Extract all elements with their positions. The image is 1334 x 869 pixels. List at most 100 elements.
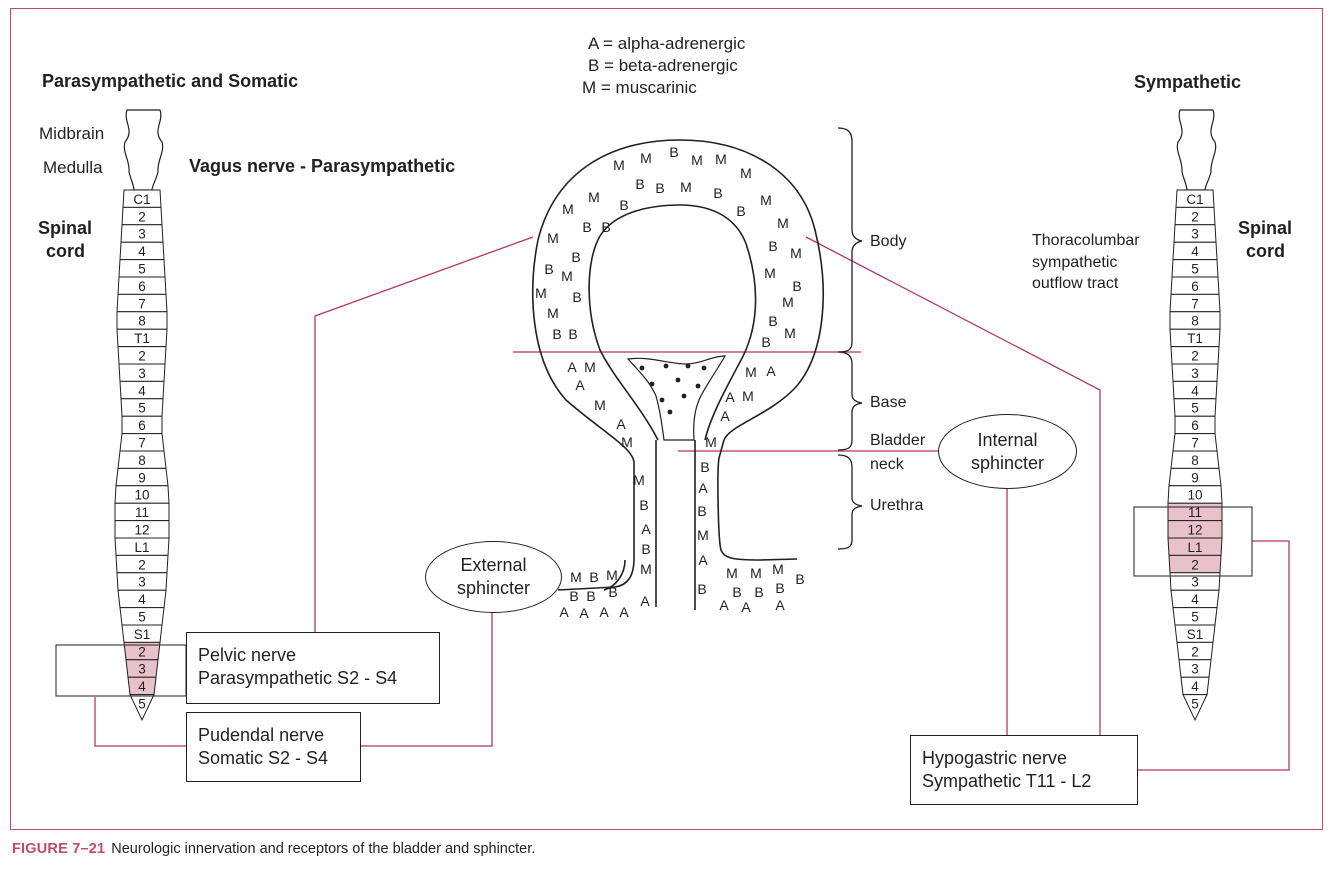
external-sphincter-oval: External sphincter <box>425 541 562 613</box>
bladder-neck-label-1: Bladder <box>870 432 926 449</box>
cord-segment-label: 2 <box>1191 209 1199 224</box>
receptor-letter: B <box>792 278 801 294</box>
receptor-letter: B <box>754 584 763 600</box>
cord-segment-label: 9 <box>1191 470 1199 485</box>
cord-segment-label: 8 <box>138 453 146 468</box>
receptor-letter: M <box>740 165 752 181</box>
cord-segment-label: 7 <box>138 296 146 311</box>
receptor-letter: M <box>547 230 559 246</box>
cord-segment-label: 5 <box>1191 262 1199 277</box>
receptor-letter: A <box>579 605 589 621</box>
cord-segment-label: 4 <box>1191 244 1199 259</box>
receptor-letter: A <box>741 599 751 615</box>
cord-segment-label: S1 <box>1187 627 1204 642</box>
cord-segment-label: 7 <box>138 436 146 451</box>
receptor-letter: A <box>616 416 626 432</box>
figure-frame <box>10 8 1323 830</box>
receptor-letter: B <box>586 588 595 604</box>
receptor-letter: B <box>569 588 578 604</box>
right-cord-label: cord <box>1246 241 1286 261</box>
medulla-label: Medulla <box>43 158 103 177</box>
cord-segment-label: 6 <box>138 279 146 294</box>
trigone <box>626 355 727 441</box>
hypogastric-body-line <box>805 236 1101 736</box>
tract-line-2: sympathetic <box>1032 254 1118 271</box>
cord-segment-label: S1 <box>134 627 151 642</box>
left-spinal-label: Spinal <box>38 218 93 238</box>
receptor-letter: M <box>697 527 709 543</box>
receptor-letter: B <box>571 249 580 265</box>
region-brackets <box>837 127 863 550</box>
right-brainstem <box>1176 109 1217 191</box>
cord-segment-label: 5 <box>138 697 146 712</box>
left-cord-label: cord <box>46 241 86 261</box>
right-heading: Sympathetic <box>1134 72 1242 92</box>
internal-sphincter-oval: Internal sphincter <box>938 414 1077 489</box>
receptor-letter: M <box>535 285 547 301</box>
cord-segment-label: 6 <box>138 418 146 433</box>
receptor-letter: B <box>761 334 770 350</box>
receptor-letter: A <box>725 389 735 405</box>
trigone-dot <box>667 409 673 415</box>
receptor-letter: A <box>559 604 569 620</box>
receptor-letter: M <box>790 245 802 261</box>
receptor-letter: M <box>588 189 600 205</box>
cord-segment-label: 11 <box>1188 505 1202 520</box>
internal-sphincter-line-1: Internal <box>977 429 1038 450</box>
vagus-nerve-label: Vagus nerve - Parasympathetic <box>189 156 456 176</box>
receptor-letter: M <box>561 268 573 284</box>
trigone-dot <box>663 363 669 369</box>
receptor-letter: B <box>619 197 628 213</box>
cord-segment-label: 7 <box>1191 436 1199 451</box>
cord-segment-label: 5 <box>1191 697 1199 712</box>
cord-segment-label: 2 <box>1191 557 1199 572</box>
cord-segment-label: 2 <box>138 349 146 364</box>
cord-segment-label: 4 <box>1191 383 1199 398</box>
cord-segment-label: T1 <box>1187 331 1203 346</box>
receptor-letter: B <box>795 571 804 587</box>
receptor-letter: M <box>777 215 789 231</box>
tract-line-1: Thoracolumbar <box>1032 232 1140 249</box>
receptor-letter: A <box>775 597 785 613</box>
cord-segment-label: 3 <box>1191 366 1199 381</box>
receptor-letter: M <box>570 569 582 585</box>
cord-segment-label: 2 <box>138 209 146 224</box>
receptor-letter: M <box>613 157 625 173</box>
cord-segment-label: 11 <box>135 505 149 520</box>
cord-segment <box>129 694 155 722</box>
cord-segment-label: 3 <box>138 366 146 381</box>
right-spinal-label: Spinal <box>1238 218 1293 238</box>
cord-segment-label: 10 <box>134 488 149 503</box>
receptor-letter: M <box>764 265 776 281</box>
pelvic-nerve-line <box>314 236 534 632</box>
receptor-letter: M <box>640 561 652 577</box>
receptor-letter: M <box>705 434 717 450</box>
receptor-letter: A <box>698 480 708 496</box>
receptor-letter: B <box>552 326 561 342</box>
receptor-letter: M <box>562 201 574 217</box>
cord-segment-label: 9 <box>138 470 146 485</box>
cord-segment-label: 8 <box>1191 453 1199 468</box>
cord-segment-label: 3 <box>138 662 146 677</box>
receptor-letter: M <box>760 192 772 208</box>
urethra-label: Urethra <box>870 497 924 514</box>
left-brainstem <box>123 109 164 191</box>
cord-segment-label: 2 <box>1191 644 1199 659</box>
cord-segment-label: T1 <box>134 331 150 346</box>
cord-segment-label: 3 <box>138 227 146 242</box>
cord-segment-label: C1 <box>133 192 150 207</box>
t11-l2-highlight-box <box>1133 506 1253 577</box>
receptor-letter: B <box>568 326 577 342</box>
receptor-letter: M <box>680 179 692 195</box>
receptor-letter: M <box>726 565 738 581</box>
receptor-letter: M <box>750 565 762 581</box>
receptor-letter: M <box>606 567 618 583</box>
trigone-dot <box>695 383 701 389</box>
trigone-dot <box>681 393 687 399</box>
receptor-letter: A <box>599 604 609 620</box>
cord-segment-label: 3 <box>1191 227 1199 242</box>
cord-segment-label: 3 <box>1191 575 1199 590</box>
